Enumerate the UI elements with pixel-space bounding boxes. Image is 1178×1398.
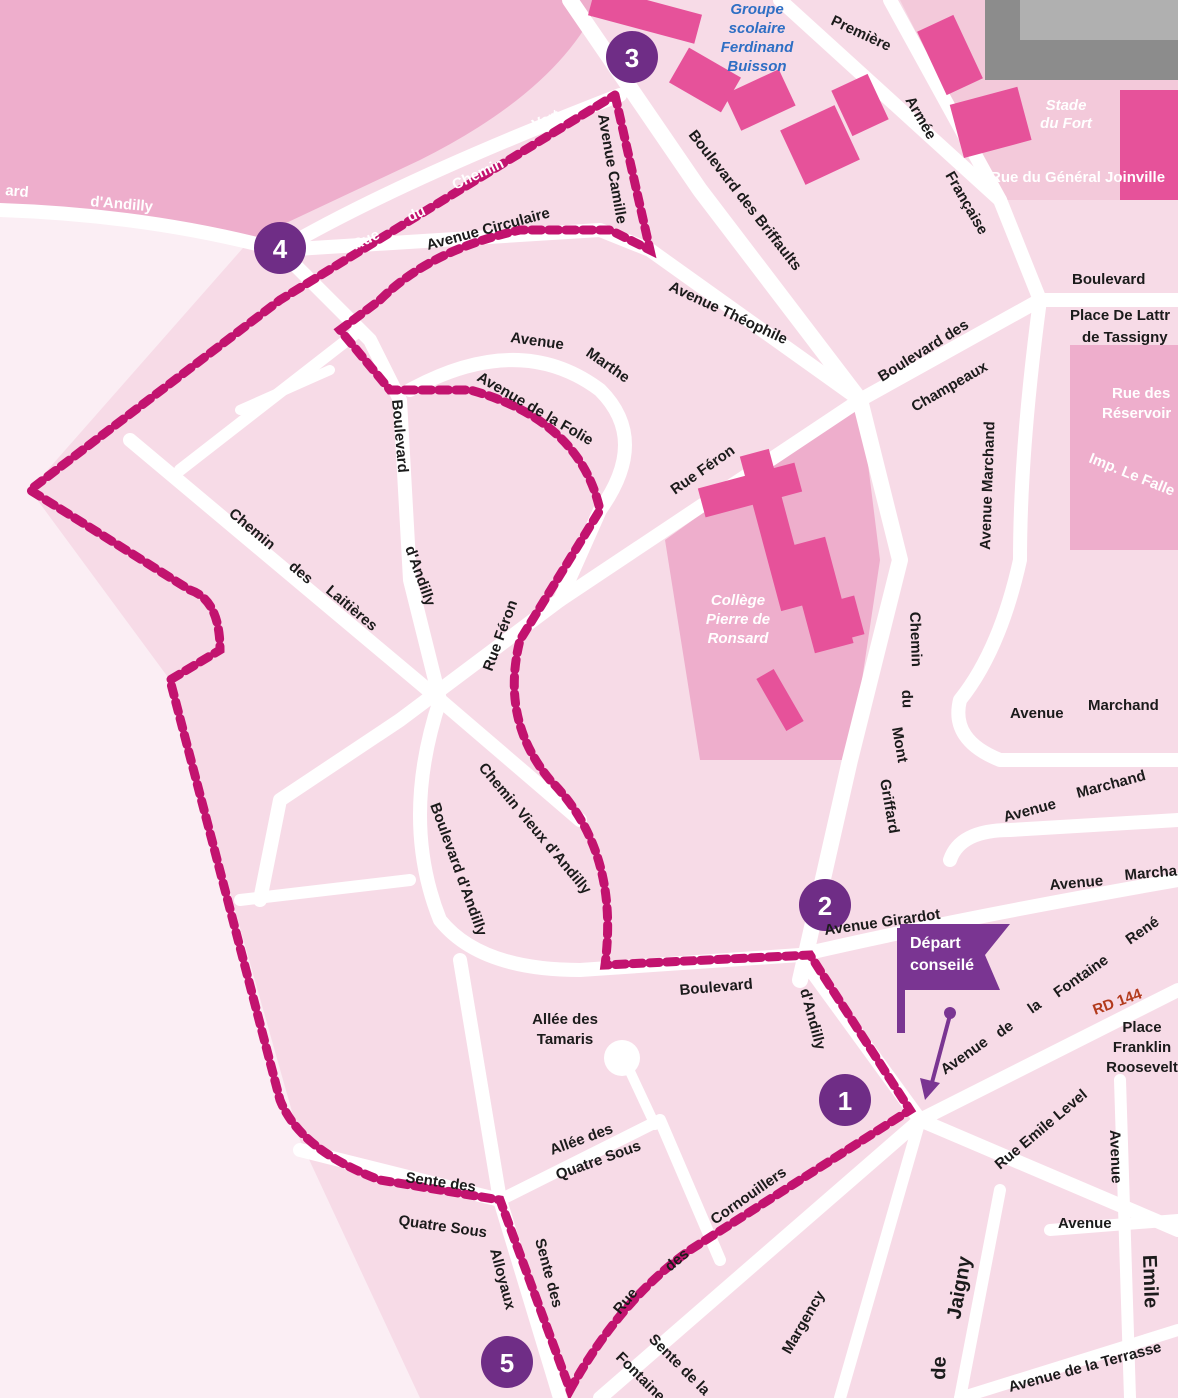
place-de-lattre-label-2: de Tassigny (1082, 329, 1168, 346)
street-ard: ard (5, 182, 30, 201)
grey-building-top (1020, 0, 1178, 40)
place-franklin-label-3: Roosevelt (1106, 1059, 1178, 1076)
college-zone (665, 400, 880, 760)
street-avenue-fontaine-2: de (993, 1017, 1017, 1041)
groupe-scolaire-label-2: scolaire (729, 20, 786, 37)
groupe-scolaire-label-1: Groupe (730, 1, 783, 18)
depart-flag: Départ conseilé (897, 924, 1010, 1033)
street-avenue-vertical: Avenue (1106, 1130, 1125, 1184)
roundabout (604, 1040, 640, 1076)
street-avenue-marchand-1b: Marchand (1088, 697, 1159, 714)
street-avenue-horizontal: Avenue (1058, 1215, 1112, 1232)
college-label-2: Pierre de (706, 611, 770, 628)
street-d-andilly-top: d'Andilly (90, 193, 155, 215)
svg-text:1: 1 (838, 1086, 852, 1116)
street-chemin-mont-griffard-2: du (898, 690, 916, 709)
street-emile: Emile (1138, 1254, 1162, 1308)
place-franklin-label-1: Place (1122, 1019, 1161, 1036)
forest-area (0, 0, 600, 240)
street-avenue-marcha-a: Avenue (1049, 872, 1104, 894)
street-boulevard-bottom: Boulevard (679, 976, 754, 999)
svg-text:3: 3 (625, 43, 639, 73)
street-avenue-marchand-1a: Avenue (1010, 705, 1064, 722)
reservoir-zone (1070, 345, 1178, 550)
marker-3[interactable]: 3 (606, 31, 658, 83)
marker-2[interactable]: 2 (799, 879, 851, 931)
svg-text:2: 2 (818, 891, 832, 921)
buildings (587, 0, 1178, 731)
college-label-3: Ronsard (708, 630, 770, 647)
allee-tamaris-label-1: Allée des (532, 1011, 598, 1028)
flag-arrow-head (920, 1078, 940, 1100)
groupe-scolaire-label-3: Ferdinand (721, 39, 794, 56)
street-chemin-mont-griffard-3: Mont (888, 726, 911, 764)
street-chemin-mont-griffard-1: Chemin (906, 612, 925, 668)
marker-5[interactable]: 5 (481, 1336, 533, 1388)
street-de-jaigny-1: de (928, 1356, 951, 1380)
street-avenue-marcha-b: Marcha (1124, 862, 1178, 884)
reservoirs-label-2: Réservoir (1102, 405, 1171, 422)
place-franklin-label-2: Franklin (1113, 1039, 1171, 1056)
groupe-scolaire-label-4: Buisson (727, 58, 786, 75)
street-avenue-marchand-vertical: Avenue Marchand (977, 421, 998, 550)
marker-1[interactable]: 1 (819, 1074, 871, 1126)
walking-route (22, 90, 917, 1398)
pale-area (0, 205, 420, 1398)
reservoirs-label-1: Rue des (1112, 385, 1170, 402)
svg-text:4: 4 (273, 234, 288, 264)
svg-text:5: 5 (500, 1348, 514, 1378)
place-de-lattre-label-1: Place De Lattr (1070, 307, 1170, 324)
flag-arrow (928, 1014, 952, 1091)
flag-arrow-dot (944, 1007, 956, 1019)
street-boulevard-vertical: Boulevard (388, 399, 411, 474)
street-rue-general-joinville: Rue du Général Joinville (990, 169, 1165, 186)
flag-line-1: Départ (910, 935, 961, 952)
marker-4[interactable]: 4 (254, 222, 306, 274)
college-label-1: Collège (711, 592, 765, 609)
stade-label-1: Stade (1046, 97, 1087, 114)
allee-tamaris-label-2: Tamaris (537, 1031, 593, 1048)
route-markers: 1 2 3 4 5 (254, 31, 871, 1388)
street-boulevard-top-right: Boulevard (1072, 271, 1145, 288)
stade-label-2: du Fort (1040, 115, 1093, 132)
flag-line-2: conseilé (910, 957, 974, 974)
flag-banner (900, 924, 1010, 990)
street-du: du (405, 202, 429, 225)
